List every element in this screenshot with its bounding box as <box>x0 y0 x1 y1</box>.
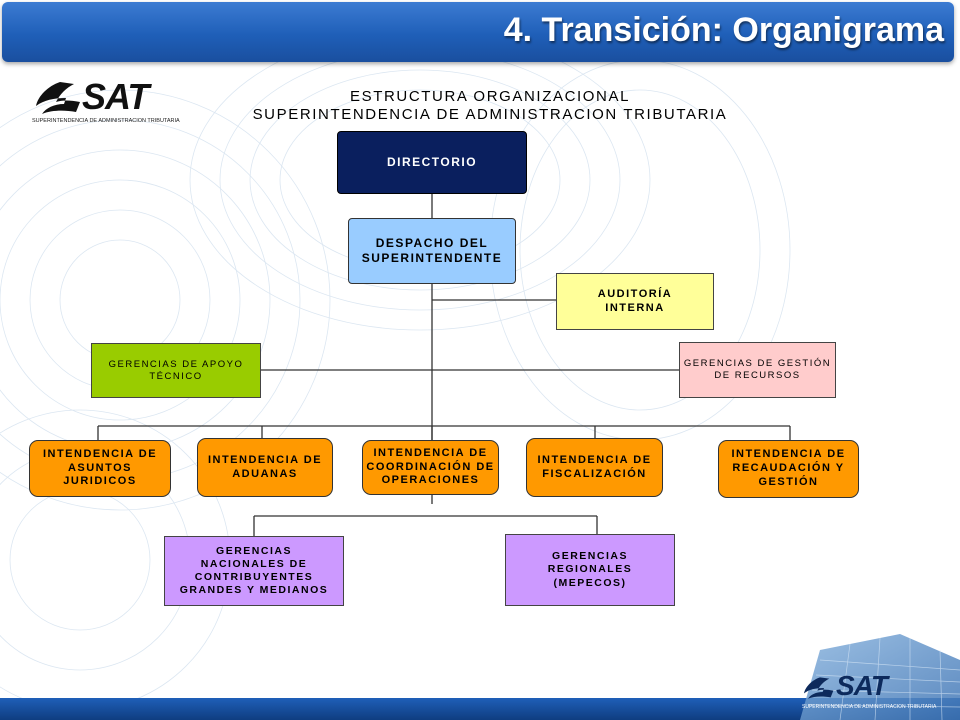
logo-subtitle: SUPERINTENDENCIA DE ADMINISTRACION TRIBU… <box>32 118 180 124</box>
building-graphic <box>800 634 960 720</box>
footer-logo-wordmark: SAT <box>836 670 888 701</box>
auditoria-interna-box: AUDITORÍA INTERNA <box>556 273 714 330</box>
org-title-line2: SUPERINTENDENCIA DE ADMINISTRACION TRIBU… <box>252 106 728 123</box>
bottom-bar <box>0 698 960 720</box>
gerencias-regionales-box: GERENCIAS REGIONALES (MEPECOS) <box>505 534 675 606</box>
intendencia-aduanas-box: INTENDENCIA DE ADUANAS <box>197 438 333 497</box>
org-title-line1: ESTRUCTURA ORGANIZACIONAL <box>349 88 631 105</box>
sat-swoosh-footer-icon <box>804 677 834 699</box>
logo-wordmark: SAT <box>82 76 149 117</box>
directorio-box: DIRECTORIO <box>337 131 527 194</box>
intendencia-recaudacion-gestion-box: INTENDENCIA DE RECAUDACIÓN Y GESTIÓN <box>718 440 859 498</box>
gerencias-apoyo-tecnico-box: GERENCIAS DE APOYO TÉCNICO <box>91 343 261 398</box>
gerencias-gestion-recursos-box: GERENCIAS DE GESTIÓN DE RECURSOS <box>679 342 836 398</box>
despacho-superintendente-box: DESPACHO DEL SUPERINTENDENTE <box>348 218 516 284</box>
intendencia-asuntos-juridicos-box: INTENDENCIA DE ASUNTOS JURIDICOS <box>29 440 171 497</box>
sat-logo: SAT SUPERINTENDENCIA DE ADMINISTRACION T… <box>30 76 195 130</box>
footer-logo-subtitle: SUPERINTENDENCIA DE ADMINISTRACION TRIBU… <box>802 704 937 710</box>
intendencia-coordinacion-operaciones-box: INTENDENCIA DE COORDINACIÓN DE OPERACION… <box>362 440 499 495</box>
gerencias-nacionales-contribuyentes-box: GERENCIAS NACIONALES DE CONTRIBUYENTES G… <box>164 536 344 606</box>
intendencia-fiscalizacion-box: INTENDENCIA DE FISCALIZACIÓN <box>526 438 663 497</box>
sat-logo-footer: SAT SUPERINTENDENCIA DE ADMINISTRACION T… <box>800 670 940 716</box>
sat-swoosh-icon <box>36 82 80 114</box>
title-bar: 4. Transición: Organigrama <box>2 2 954 62</box>
slide-title: 4. Transición: Organigrama <box>503 11 944 49</box>
